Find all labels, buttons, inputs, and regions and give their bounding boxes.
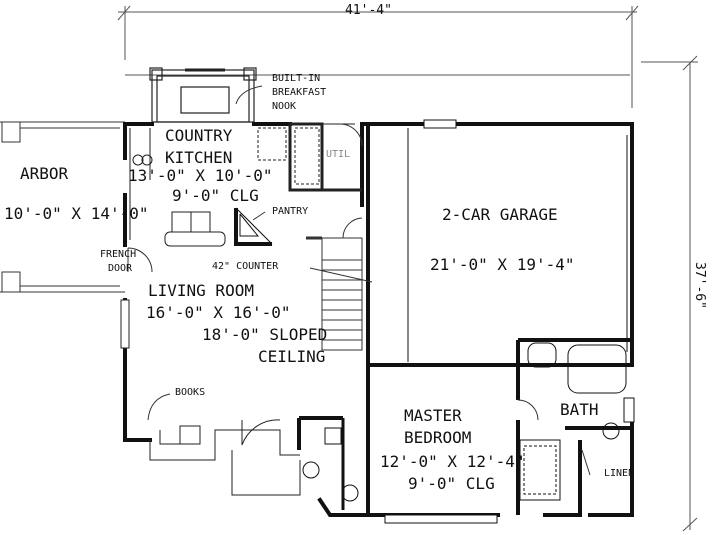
- nook-note-line3: NOOK: [272, 101, 297, 112]
- garage-name: 2-CAR GARAGE: [442, 205, 558, 224]
- kitchen-ceiling: 9'-0" CLG: [172, 186, 259, 205]
- french-door-line2: DOOR: [108, 263, 133, 274]
- bedroom-bath-walls: [297, 338, 635, 524]
- kitchen-name-line1: COUNTRY: [165, 126, 233, 145]
- master-bedroom-name-line2: BEDROOM: [404, 428, 472, 447]
- bath-name: BATH: [560, 400, 599, 419]
- kitchen-fixtures: [129, 122, 362, 247]
- overall-depth-dimension: 37'-6": [692, 262, 707, 309]
- util-label: UTIL: [326, 149, 351, 160]
- overall-width-dimension: 41'-4": [345, 3, 392, 18]
- linen-note: LINEN: [604, 468, 635, 479]
- books-note: BOOKS: [175, 387, 206, 398]
- garage-size: 21'-0" X 19'-4": [430, 255, 575, 274]
- master-bedroom-name-line1: MASTER: [404, 406, 462, 425]
- living-room-ceiling-line1: 18'-0" SLOPED: [202, 325, 328, 344]
- dimension-lines: [117, 5, 698, 532]
- arbor-size: 10'-0" X 14'-0": [4, 204, 149, 223]
- nook-note-line2: BREAKFAST: [272, 87, 327, 98]
- french-door-line1: FRENCH: [100, 249, 137, 260]
- kitchen-name-line2: KITCHEN: [165, 148, 233, 167]
- door-swings: [127, 123, 539, 421]
- living-room-name: LIVING ROOM: [148, 281, 254, 300]
- annotation-leaders: [147, 85, 591, 476]
- master-bedroom-ceiling: 9'-0" CLG: [408, 474, 495, 493]
- stairs: [306, 217, 363, 351]
- arbor-name: ARBOR: [20, 164, 69, 183]
- pantry: [234, 207, 273, 246]
- master-bedroom-size: 12'-0" X 12'-4": [380, 452, 525, 471]
- counter-note: 42" COUNTER: [212, 261, 279, 272]
- living-room-features: [120, 299, 301, 496]
- arbor-structure: [0, 121, 125, 293]
- kitchen-size: 13'-0" X 10'-0": [128, 166, 273, 185]
- living-room-ceiling-line2: CEILING: [258, 347, 326, 366]
- breakfast-nook-bay: [149, 67, 257, 123]
- living-room-size: 16'-0" X 16'-0": [146, 303, 291, 322]
- garage-walls: [366, 119, 632, 367]
- pantry-label: PANTRY: [272, 206, 309, 217]
- nook-note-line1: BUILT-IN: [272, 73, 321, 84]
